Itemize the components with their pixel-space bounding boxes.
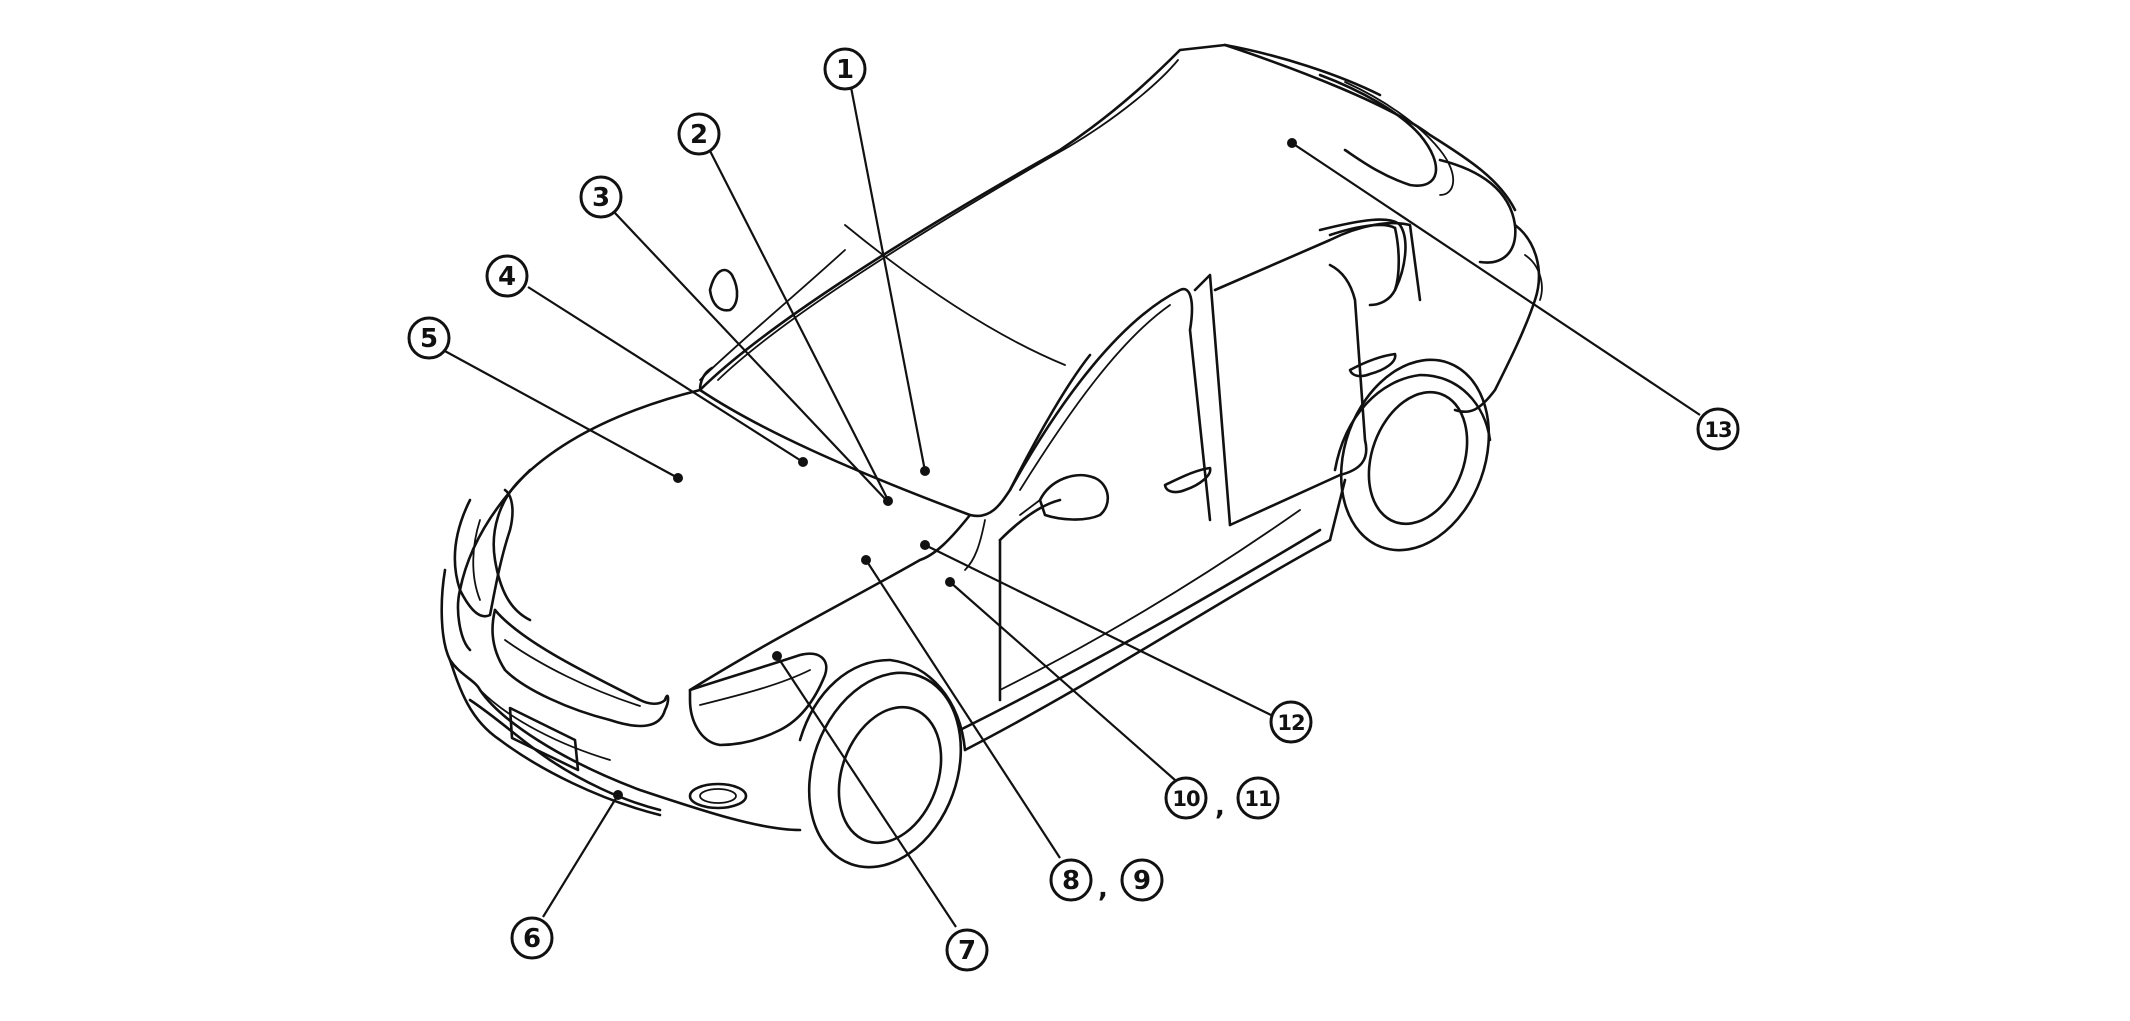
callout-9-label: 9 <box>1133 866 1151 896</box>
leader-6 <box>542 794 619 918</box>
callout-13-label: 13 <box>1704 418 1731 442</box>
marker-1 <box>920 466 930 476</box>
callout-8-9-separator: , <box>1098 874 1108 904</box>
callout-1-label: 1 <box>836 55 854 85</box>
point-markers <box>613 138 1297 800</box>
leader-7 <box>776 655 957 928</box>
marker-8-9 <box>861 555 871 565</box>
callout-1: 1 <box>823 47 867 91</box>
callout-2: 2 <box>677 112 721 156</box>
callout-8-label: 8 <box>1062 866 1080 896</box>
leader-5 <box>442 349 679 479</box>
marker-13 <box>1287 138 1297 148</box>
marker-4 <box>798 457 808 467</box>
marker-2-3 <box>883 496 893 506</box>
leader-4 <box>527 286 804 463</box>
callout-11: 11 <box>1236 776 1280 820</box>
callout-13: 13 <box>1696 407 1740 451</box>
callout-7-label: 7 <box>958 936 976 966</box>
leader-3 <box>614 212 889 503</box>
callout-7: 7 <box>945 928 989 972</box>
callout-10-11-separator: , <box>1215 792 1225 822</box>
marker-7 <box>772 651 782 661</box>
marker-5 <box>673 473 683 483</box>
callout-5-label: 5 <box>420 324 438 354</box>
callout-4: 4 <box>485 254 529 298</box>
car-illustration <box>440 43 1543 869</box>
callout-5: 5 <box>407 316 451 360</box>
leader-lines <box>442 81 1701 928</box>
callout-9: 9 <box>1120 858 1164 902</box>
callout-3-label: 3 <box>592 183 610 213</box>
callout-6: 6 <box>510 916 554 960</box>
callout-10-label: 10 <box>1172 787 1200 811</box>
leader-12 <box>924 544 1276 718</box>
callout-3: 3 <box>579 175 623 219</box>
callout-4-label: 4 <box>498 262 516 292</box>
leader-10-11 <box>949 581 1176 781</box>
leader-1 <box>848 81 927 472</box>
leader-2 <box>706 144 889 501</box>
leader-8-9 <box>865 559 1061 859</box>
callout-12-label: 12 <box>1277 711 1304 735</box>
callout-12: 12 <box>1269 700 1313 744</box>
callout-6-label: 6 <box>523 924 541 954</box>
callout-10: 10 <box>1164 776 1208 820</box>
callout-11-label: 11 <box>1244 787 1272 811</box>
callout-8: 8 <box>1049 858 1093 902</box>
callout-badges: 1 2 3 4 5 6 7 8 , <box>407 47 1740 972</box>
callout-2-label: 2 <box>690 120 708 150</box>
marker-12 <box>920 540 930 550</box>
leader-13 <box>1291 142 1701 416</box>
marker-10-11 <box>945 577 955 587</box>
marker-6 <box>613 790 623 800</box>
